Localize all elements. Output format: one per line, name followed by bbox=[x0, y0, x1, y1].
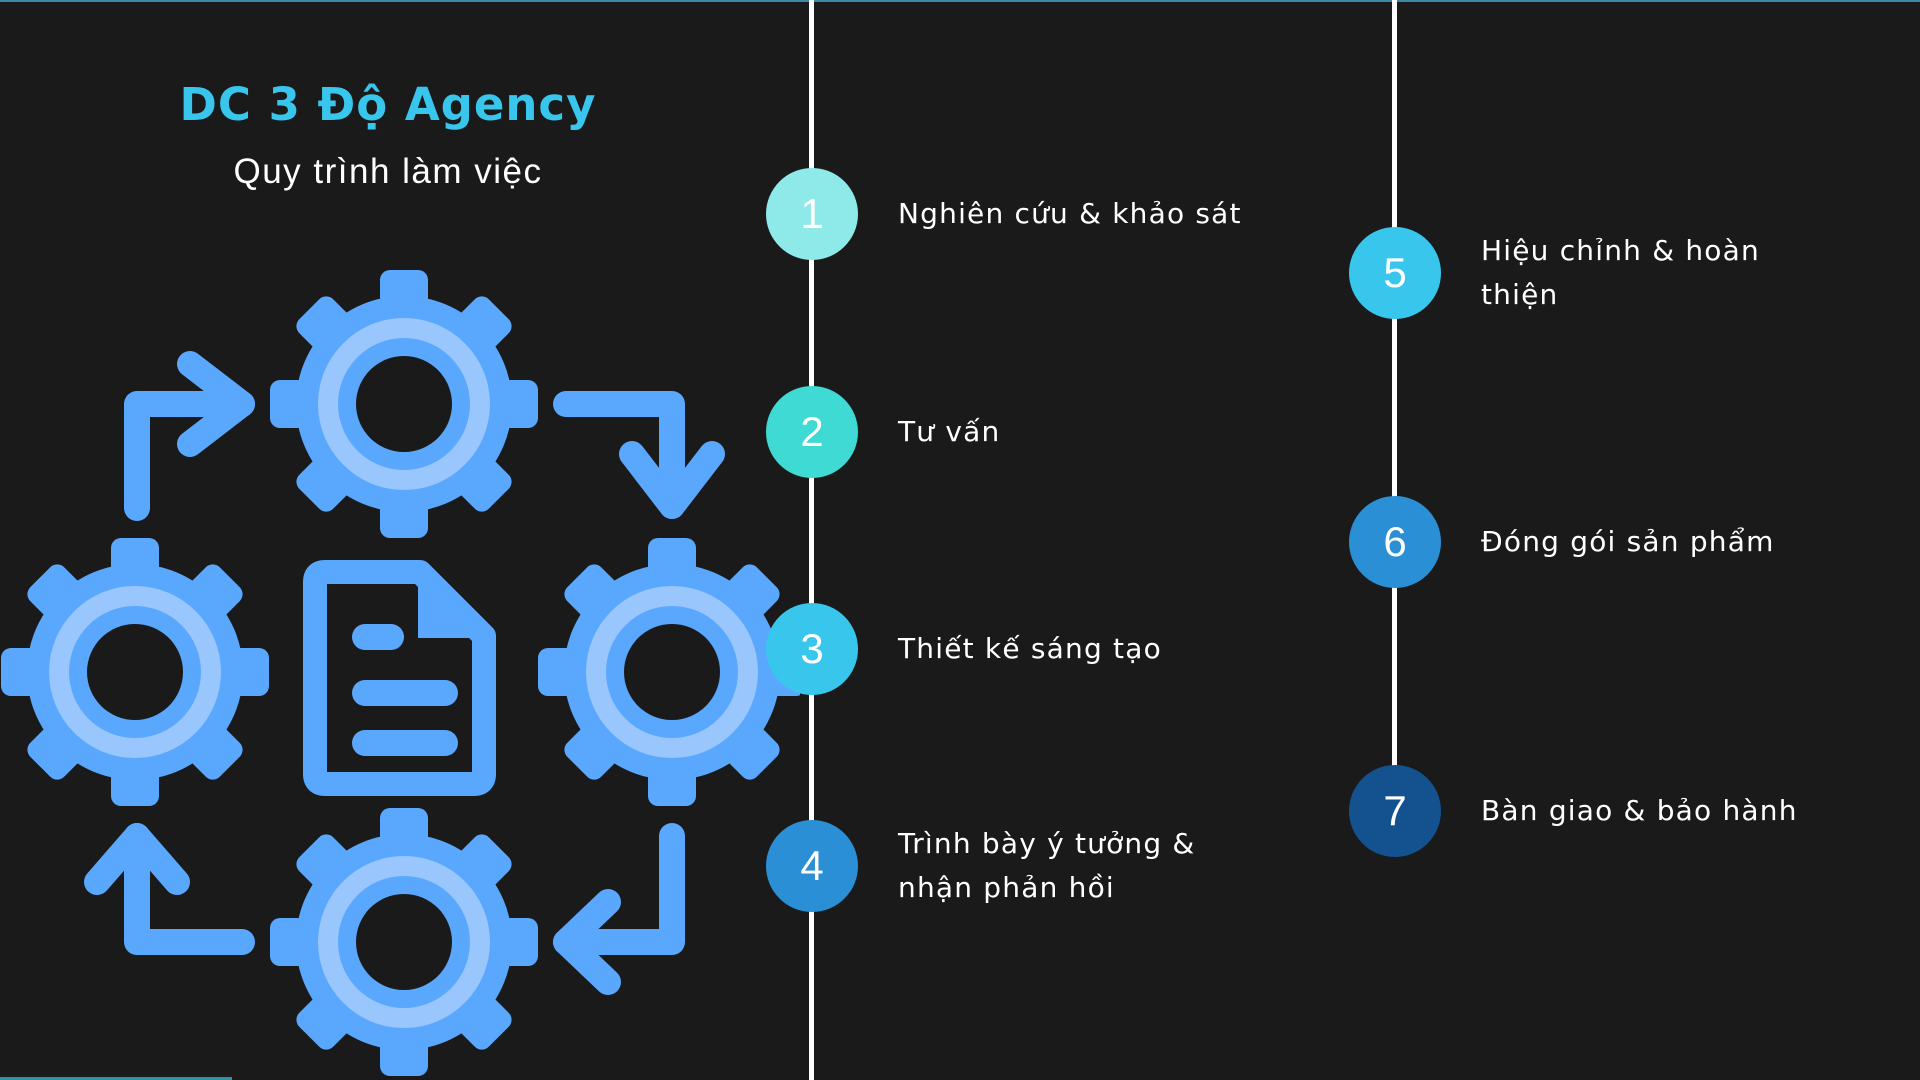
top-rule bbox=[0, 0, 1920, 2]
gear-icon-bottom bbox=[270, 808, 538, 1076]
step-7-label: Bàn giao & bảo hành bbox=[1481, 794, 1798, 827]
document-icon bbox=[303, 560, 496, 796]
step-2-number: 2 bbox=[800, 408, 824, 455]
step-1-label: Nghiên cứu & khảo sát bbox=[898, 197, 1242, 230]
arrow-icon-top-left bbox=[124, 391, 255, 521]
step-7-circle: 7 bbox=[1349, 765, 1441, 857]
step-5-circle: 5 bbox=[1349, 227, 1441, 319]
step-7-number: 7 bbox=[1383, 787, 1407, 834]
step-4-label: Trình bày ý tưởng & nhận phản hồi bbox=[898, 827, 1196, 904]
step-5-label: Hiệu chỉnh & hoàn thiện bbox=[1481, 234, 1760, 311]
step-1-circle: 1 bbox=[766, 168, 858, 260]
gear-icon-right bbox=[538, 538, 800, 806]
step-5-number: 5 bbox=[1383, 249, 1407, 296]
step-6-circle: 6 bbox=[1349, 496, 1441, 588]
workflow-gears-document-icon bbox=[1, 270, 800, 1076]
step-6-number: 6 bbox=[1383, 518, 1407, 565]
gear-icon-top bbox=[270, 270, 538, 538]
gear-icon-left bbox=[1, 538, 269, 806]
step-3-circle: 3 bbox=[766, 603, 858, 695]
step-2-label: Tư vấn bbox=[898, 415, 1001, 448]
timeline-line-right bbox=[1392, 0, 1397, 768]
step-1-number: 1 bbox=[800, 190, 824, 237]
step-2-circle: 2 bbox=[766, 386, 858, 478]
step-6-label: Đóng gói sản phẩm bbox=[1481, 525, 1775, 558]
step-4-number: 4 bbox=[800, 842, 824, 889]
bottom-rule bbox=[0, 1077, 232, 1080]
timeline-line-left bbox=[809, 0, 814, 1080]
step-3-number: 3 bbox=[800, 625, 824, 672]
step-3-label: Thiết kế sáng tạo bbox=[898, 632, 1162, 665]
page-title: DC 3 Độ Agency bbox=[179, 78, 597, 131]
step-4-circle: 4 bbox=[766, 820, 858, 912]
page-subtitle: Quy trình làm việc bbox=[233, 152, 543, 191]
